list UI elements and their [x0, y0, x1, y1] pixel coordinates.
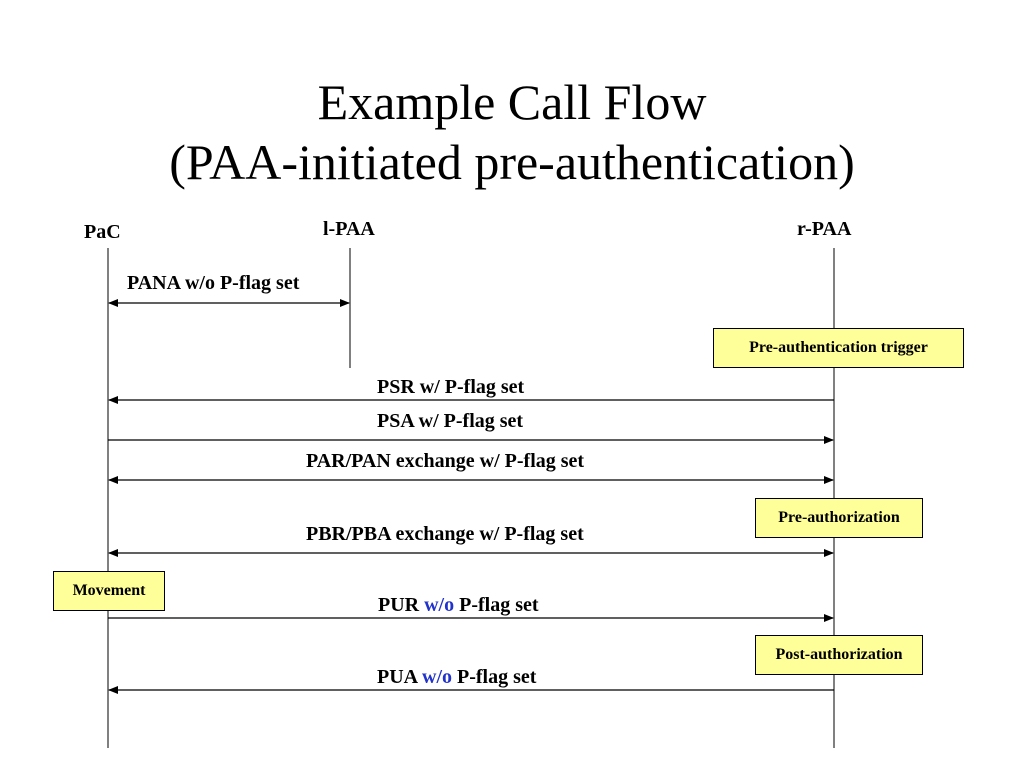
- msg-psr: PSR w/ P-flag set: [377, 376, 525, 398]
- msg-pana: PANA w/o P-flag set: [127, 272, 300, 294]
- title-line-2: (PAA-initiated pre-authentication): [169, 134, 855, 190]
- entity-rpaa: r-PAA: [797, 218, 852, 240]
- msg-pur-highlight: w/o: [424, 594, 455, 616]
- slide-title: Example Call Flow (PAA-initiated pre-aut…: [0, 72, 1024, 192]
- note-movement: Movement: [53, 571, 165, 611]
- msg-pur-prefix: PUR: [378, 594, 425, 616]
- msg-pua-highlight: w/o: [422, 666, 452, 688]
- msg-pur: PUR w/o P-flag set: [378, 594, 539, 617]
- msg-psa: PSA w/ P-flag set: [377, 410, 524, 432]
- entity-pac: PaC: [84, 221, 121, 243]
- msg-parpan: PAR/PAN exchange w/ P-flag set: [306, 450, 585, 472]
- msg-pbrpba: PBR/PBA exchange w/ P-flag set: [306, 523, 584, 545]
- entity-lpaa: l-PAA: [323, 218, 375, 240]
- note-preauth-trigger: Pre-authentication trigger: [713, 328, 964, 368]
- msg-pur-suffix: P-flag set: [454, 594, 539, 616]
- note-post-authorization: Post-authorization: [755, 635, 923, 675]
- title-line-1: Example Call Flow: [317, 74, 707, 130]
- note-pre-authorization: Pre-authorization: [755, 498, 923, 538]
- msg-pua-prefix: PUA: [377, 666, 422, 688]
- msg-pua-suffix: P-flag set: [452, 666, 537, 688]
- msg-pua: PUA w/o P-flag set: [377, 666, 536, 689]
